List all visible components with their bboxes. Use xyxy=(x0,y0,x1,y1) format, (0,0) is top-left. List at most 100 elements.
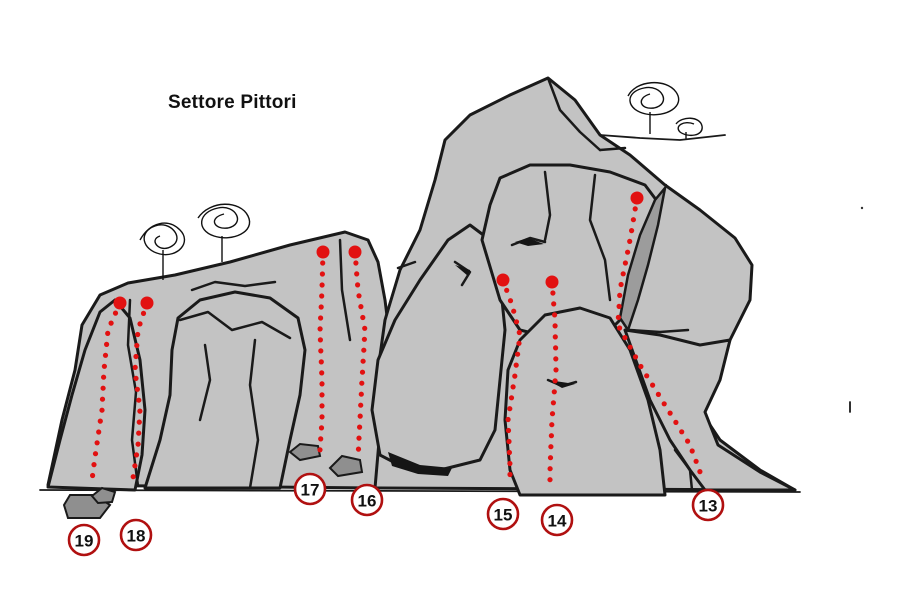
route-16-dot xyxy=(355,446,362,452)
route-17-dot xyxy=(318,315,324,321)
route-15-dot xyxy=(513,362,519,368)
route-badge-circle xyxy=(486,497,520,531)
route-13-dot xyxy=(627,238,633,244)
route-19-dot xyxy=(99,396,106,402)
route-13-dot xyxy=(644,373,650,379)
route-17-dot xyxy=(317,447,323,453)
tree-top-1 xyxy=(627,81,680,134)
route-17-dot xyxy=(317,337,323,343)
summit-crack-2 xyxy=(598,146,627,152)
route-16-dot xyxy=(362,325,368,331)
route-17-dot xyxy=(319,370,325,376)
central-crack-6 xyxy=(396,260,417,270)
route-badge-19: 19 xyxy=(67,523,101,557)
left-buttress-crack-5 xyxy=(248,338,260,490)
route-13-dot xyxy=(618,281,624,288)
route-14-anchor xyxy=(545,275,559,289)
route-14-dot xyxy=(548,433,555,439)
route-15-dot xyxy=(512,373,518,379)
route-19-dot xyxy=(91,462,97,468)
route-16-dot xyxy=(358,402,364,408)
route-13-dot xyxy=(685,438,691,444)
ground-line xyxy=(39,489,801,493)
route-17-dot xyxy=(319,392,325,398)
route-16-dot xyxy=(357,413,363,419)
route-17-dot xyxy=(318,348,324,354)
route-18-dot xyxy=(136,430,142,436)
route-16-dot xyxy=(355,282,361,288)
route-16-dot xyxy=(360,358,366,364)
route-13-anchor xyxy=(630,191,644,205)
route-19-dot xyxy=(108,320,114,326)
route-16-dot xyxy=(356,293,362,299)
route-18-dot xyxy=(130,474,136,480)
central-crack-5 xyxy=(453,260,472,287)
route-19-dot xyxy=(100,385,106,391)
route-16-dot xyxy=(359,380,365,386)
route-14-dot xyxy=(550,400,557,406)
route-13-dot xyxy=(615,314,622,320)
route-16-dot xyxy=(359,369,366,375)
route-13-dot xyxy=(661,401,667,407)
sector-title: Settore Pittori xyxy=(168,92,297,113)
route-badge-14: 14 xyxy=(540,503,574,537)
right-lower-wing xyxy=(623,328,797,492)
route-19-dot xyxy=(99,407,105,413)
route-17-dot xyxy=(319,414,325,420)
route-badge-16: 16 xyxy=(350,483,384,517)
tree-top-2 xyxy=(675,117,703,140)
undercut-shadow-3 xyxy=(455,265,470,276)
route-18-dot xyxy=(133,375,139,381)
route-15-dot xyxy=(506,438,512,445)
route-14-dot xyxy=(552,334,558,340)
route-19-dot xyxy=(104,341,110,347)
central-big-boulder xyxy=(370,223,507,472)
route-14-dot xyxy=(550,290,556,296)
route-18-dot xyxy=(135,441,141,447)
route-18-dot xyxy=(134,386,140,392)
route-17-dot xyxy=(318,436,324,442)
route-18-dot xyxy=(140,310,147,316)
route-16-dot xyxy=(360,314,366,321)
right-dark-dihedral xyxy=(618,183,668,333)
route-19-dot xyxy=(105,330,111,336)
route-15-dot xyxy=(505,416,511,423)
left-buttress-crack-4 xyxy=(198,343,212,422)
route-14-dot xyxy=(551,389,557,395)
central-right-slab xyxy=(503,306,667,497)
route-15-dot xyxy=(504,287,510,293)
route-19 xyxy=(90,296,127,479)
undercut-shadow-2 xyxy=(515,238,544,246)
route-18-dot xyxy=(134,342,140,349)
route-15-dot xyxy=(507,460,513,467)
route-14-dot xyxy=(552,312,558,318)
route-19-anchor xyxy=(113,296,127,310)
left-buttress-inner-block xyxy=(143,290,307,490)
route-13-dot xyxy=(622,260,629,266)
route-16-anchor xyxy=(348,245,362,259)
route-15-dot xyxy=(510,384,516,390)
route-19-dot xyxy=(96,429,102,435)
tree-left-2 xyxy=(197,203,251,262)
route-19-dot xyxy=(97,418,103,424)
route-15-dot xyxy=(507,471,513,478)
route-13-dot xyxy=(673,419,679,425)
route-16-dot xyxy=(354,271,360,277)
route-17-dot xyxy=(319,282,325,288)
route-number-label: 18 xyxy=(127,527,146,546)
route-18-dot xyxy=(136,419,142,425)
ground-boulder-4 xyxy=(328,454,364,478)
undercut-shadow-1 xyxy=(388,452,452,476)
route-13-dot xyxy=(630,217,637,223)
route-18-dot xyxy=(137,321,143,327)
route-17 xyxy=(316,245,330,453)
ground-boulder-2 xyxy=(90,486,117,505)
summit-crack xyxy=(546,76,602,152)
route-19-dot xyxy=(101,363,107,369)
route-number-label: 15 xyxy=(494,506,513,525)
route-15-dot xyxy=(507,406,513,412)
route-15 xyxy=(496,273,522,478)
route-13-dot xyxy=(667,410,673,416)
speck xyxy=(860,206,864,210)
